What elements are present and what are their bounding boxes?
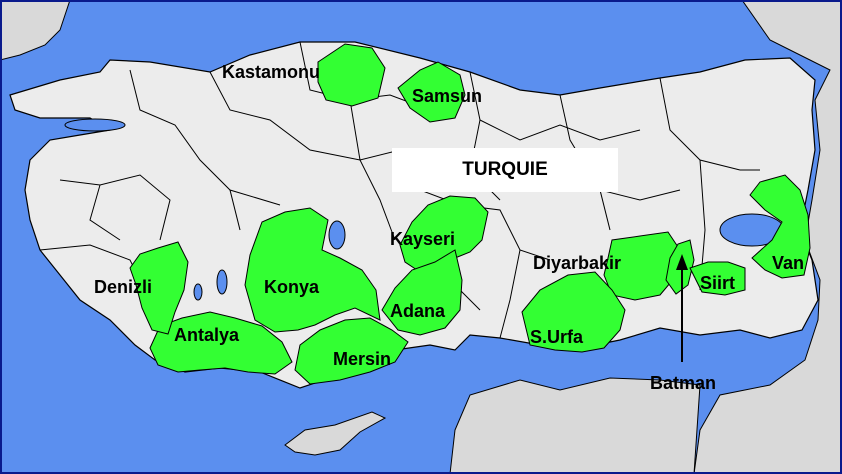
label-van: Van xyxy=(772,253,805,273)
neighbor-land-south xyxy=(449,377,701,474)
label-siirt: Siirt xyxy=(700,273,736,293)
province-van xyxy=(749,174,811,279)
province-samsun xyxy=(397,61,466,123)
province-surfa xyxy=(521,271,626,353)
province-kastamonu xyxy=(317,43,386,107)
label-antalya: Antalya xyxy=(174,325,240,345)
lake-egirdir xyxy=(193,283,203,301)
country-title: TURQUIE xyxy=(392,148,618,192)
neighbor-land-east xyxy=(693,0,842,474)
lake-tuz xyxy=(328,220,346,250)
label-konya: Konya xyxy=(264,277,320,297)
province-denizli xyxy=(129,241,189,335)
neighbor-land-northwest xyxy=(0,0,71,61)
province-antalya xyxy=(149,311,293,375)
province-konya xyxy=(244,207,381,333)
label-denizli: Denizli xyxy=(94,277,153,297)
label-batman: Batman xyxy=(650,373,717,393)
label-adana: Adana xyxy=(390,301,446,321)
province-mersin xyxy=(294,317,409,385)
label-diyarbakir: Diyarbakir xyxy=(533,253,622,273)
label-surfa: S.Urfa xyxy=(530,327,584,347)
province-siirt xyxy=(689,261,746,296)
highlighted-provinces xyxy=(129,43,811,385)
label-mersin: Mersin xyxy=(333,349,392,369)
lake-marmara-inlet xyxy=(64,118,126,132)
label-kastamonu: Kastamonu xyxy=(222,62,321,82)
label-kayseri: Kayseri xyxy=(390,229,456,249)
label-samsun: Samsun xyxy=(412,86,483,106)
lake-beysehir xyxy=(216,269,228,295)
cyprus xyxy=(284,411,387,456)
batman-arrow-head xyxy=(676,254,688,270)
province-adana xyxy=(381,249,463,336)
